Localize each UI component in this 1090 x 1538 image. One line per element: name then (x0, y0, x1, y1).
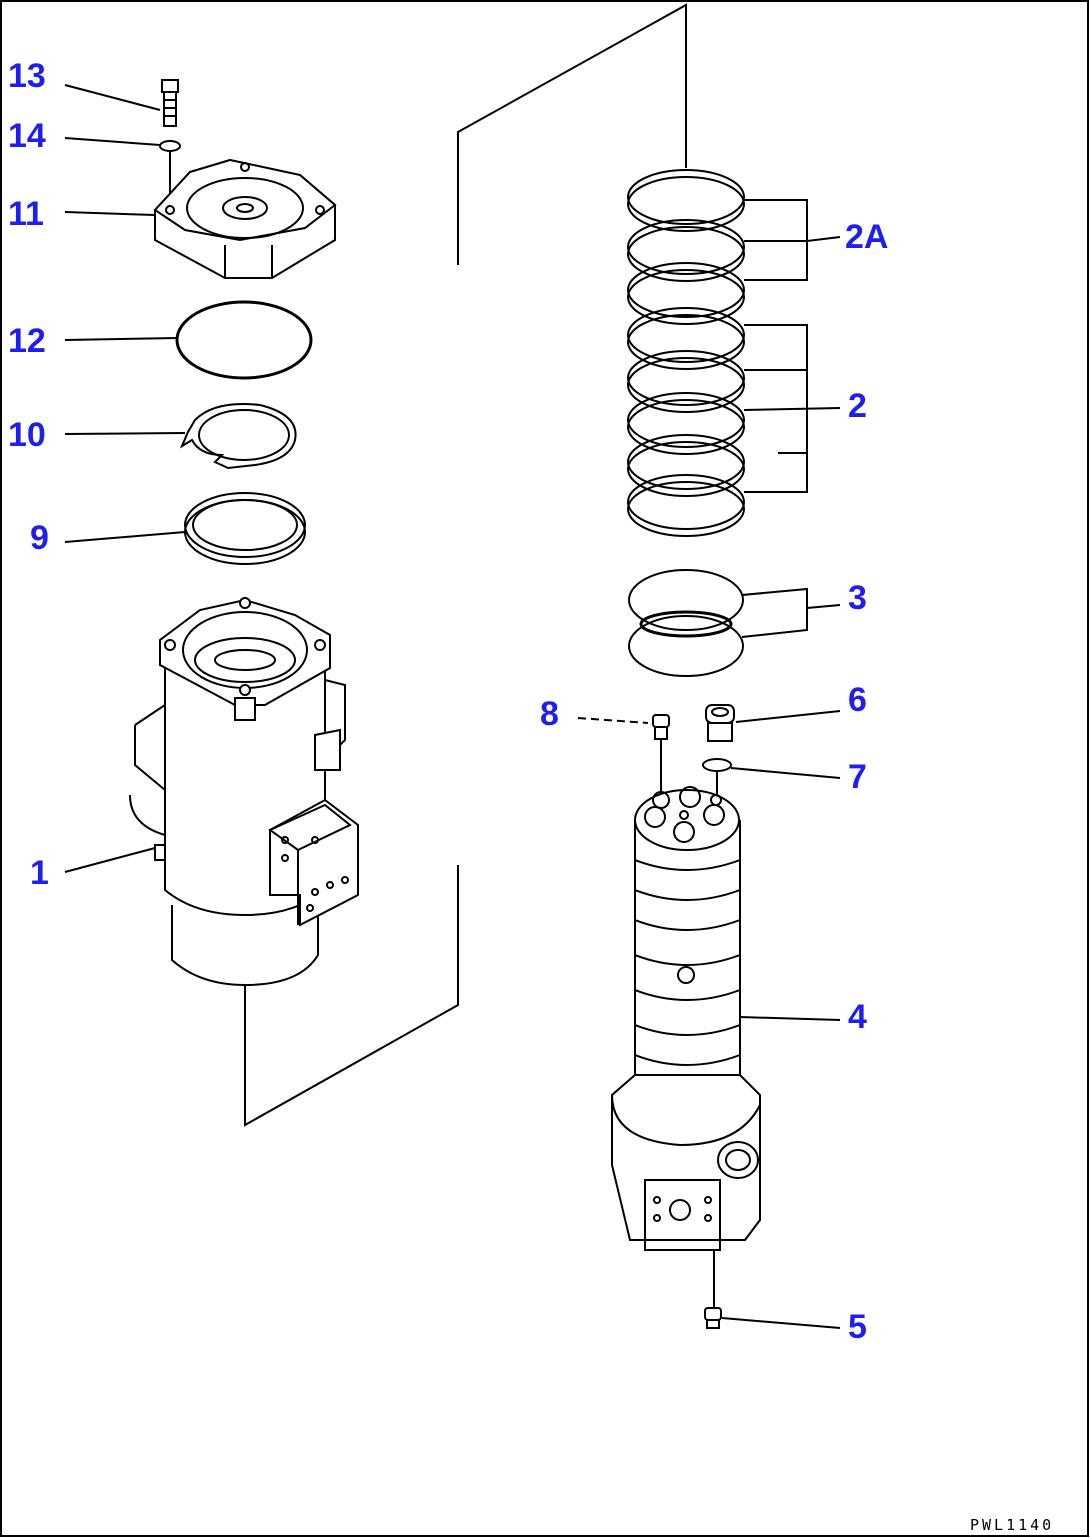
part-4-rotor-shaft (611, 786, 761, 1308)
callout-5: 5 (848, 1308, 867, 1346)
part-11-cover (153, 158, 337, 279)
callout-3: 3 (848, 579, 867, 617)
part-1-swivel-body (129, 597, 359, 987)
callout-13: 13 (8, 57, 46, 95)
callout-12: 12 (8, 322, 46, 360)
part-5-plug (704, 1307, 722, 1329)
part-8-plug (652, 714, 670, 800)
part-10-snap-ring (179, 403, 297, 470)
callout-4: 4 (848, 998, 867, 1036)
callout-9: 9 (30, 519, 49, 557)
callout-7: 7 (848, 758, 867, 796)
callout-10: 10 (8, 416, 46, 454)
part-2-seal-ring-stack (627, 169, 745, 537)
callout-2: 2 (848, 387, 867, 425)
assembly-bracket-line (244, 3, 687, 1127)
callout-6: 6 (848, 681, 867, 719)
callout-2a: 2A (845, 218, 888, 256)
callout-14: 14 (8, 117, 46, 155)
part-12-o-ring (175, 300, 313, 380)
part-6-plug (705, 704, 735, 742)
part-9-seal (184, 492, 306, 565)
callout-1: 1 (30, 854, 49, 892)
leader-lines (64, 84, 841, 1329)
part-3-rings (628, 569, 744, 677)
callout-11: 11 (8, 195, 44, 233)
part-13-bolt (161, 79, 179, 127)
drawing-code: PWL1140 (970, 1516, 1054, 1534)
callout-8: 8 (540, 695, 559, 733)
